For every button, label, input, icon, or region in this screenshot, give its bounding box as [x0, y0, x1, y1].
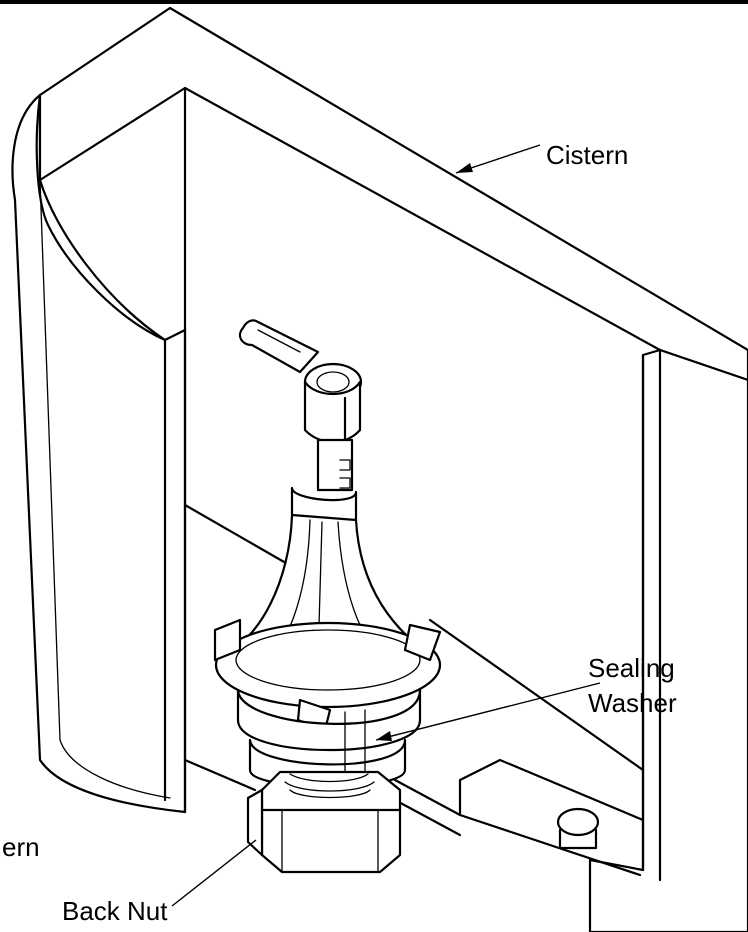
flush-valve	[213, 319, 442, 791]
back-nut-leader	[171, 839, 257, 907]
sealing-washer-arrowhead	[376, 731, 392, 741]
top-border	[0, 0, 748, 4]
cistern-label: Cistern	[546, 140, 628, 170]
sealing-washer-label-line2: Washer	[588, 688, 677, 718]
back-nut	[246, 770, 402, 874]
partial-left-label: ern	[2, 832, 40, 862]
back-nut-label: Back Nut	[62, 896, 168, 926]
sealing-washer-label-line1: Sealing	[588, 653, 675, 683]
leader-lines	[171, 144, 601, 907]
cistern-shell	[11, 6, 748, 932]
cistern-arrowhead	[456, 163, 473, 173]
sealing-washer-leader	[375, 682, 601, 741]
